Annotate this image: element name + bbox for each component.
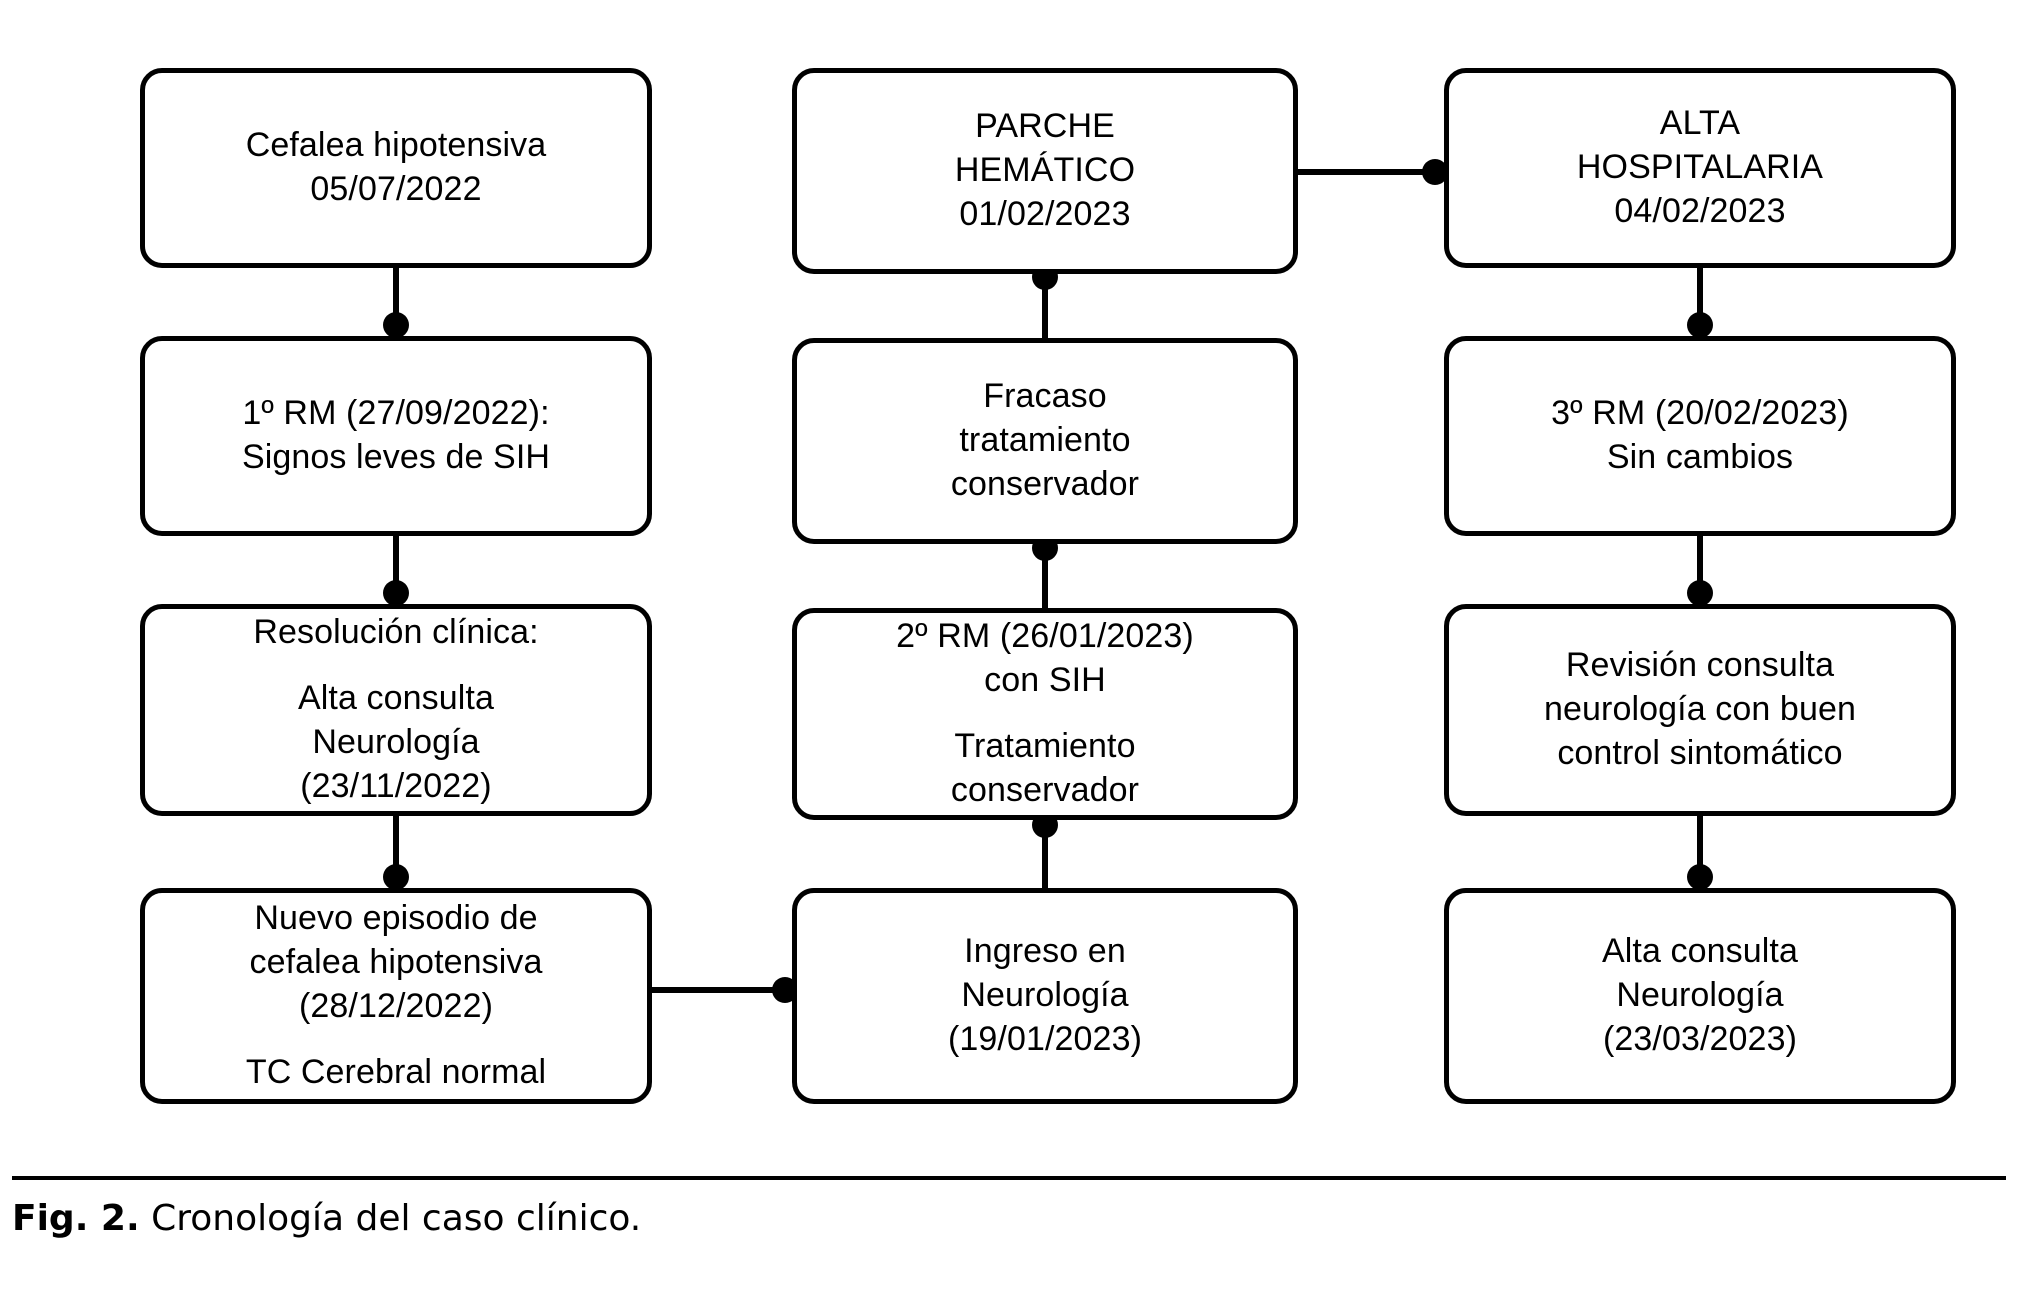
figure-caption-label: Fig. 2. bbox=[12, 1198, 140, 1239]
node-paragraph: Resolución clínica: bbox=[253, 613, 539, 652]
node-primera-rm[interactable]: 1º RM (27/09/2022): Signos leves de SIH bbox=[140, 336, 652, 536]
caption-divider bbox=[12, 1176, 2006, 1180]
node-paragraph: 3º RM (20/02/2023) Sin cambios bbox=[1551, 394, 1849, 476]
figure-caption-text: Cronología del caso clínico. bbox=[139, 1198, 642, 1239]
node-resolucion-clinica[interactable]: Resolución clínica: Alta consulta Neurol… bbox=[140, 604, 652, 816]
node-paragraph: Alta consulta Neurología (23/03/2023) bbox=[1602, 932, 1798, 1058]
node-paragraph: ALTA HOSPITALARIA 04/02/2023 bbox=[1576, 104, 1824, 230]
node-paragraph: Tratamiento conservador bbox=[950, 727, 1140, 809]
edge-dot-n1-n2 bbox=[383, 312, 409, 338]
node-paragraph: Fracaso tratamiento conservador bbox=[950, 377, 1140, 503]
node-ingreso-neurologia[interactable]: Ingreso en Neurología (19/01/2023) bbox=[792, 888, 1298, 1104]
node-fracaso-tratamiento[interactable]: Fracaso tratamiento conservador bbox=[792, 338, 1298, 544]
node-revision-consulta[interactable]: Revisión consulta neurología con buen co… bbox=[1444, 604, 1956, 816]
edge-dot-n2-n3 bbox=[383, 580, 409, 606]
edge-dot-n11-n12 bbox=[1687, 864, 1713, 890]
edge-dot-n4-n8 bbox=[772, 977, 798, 1003]
edge-dot-n5-n9 bbox=[1422, 159, 1448, 185]
node-alta-consulta-final[interactable]: Alta consulta Neurología (23/03/2023) bbox=[1444, 888, 1956, 1104]
node-paragraph: PARCHE HEMÁTICO 01/02/2023 bbox=[954, 107, 1136, 233]
node-cefalea-hipotensiva[interactable]: Cefalea hipotensiva 05/07/2022 bbox=[140, 68, 652, 268]
node-paragraph: Revisión consulta neurología con buen co… bbox=[1544, 646, 1856, 772]
edge-dot-n3-n4 bbox=[383, 864, 409, 890]
node-paragraph: Ingreso en Neurología (19/01/2023) bbox=[947, 932, 1142, 1058]
node-alta-hospitalaria[interactable]: ALTA HOSPITALARIA 04/02/2023 bbox=[1444, 68, 1956, 268]
node-paragraph: 1º RM (27/09/2022): Signos leves de SIH bbox=[241, 394, 551, 476]
node-segunda-rm[interactable]: 2º RM (26/01/2023) con SIH Tratamiento c… bbox=[792, 608, 1298, 820]
node-paragraph: Alta consulta Neurología (23/11/2022) bbox=[298, 679, 494, 805]
node-nuevo-episodio[interactable]: Nuevo episodio de cefalea hipotensiva (2… bbox=[140, 888, 652, 1104]
flowchart-canvas: Cefalea hipotensiva 05/07/2022 1º RM (27… bbox=[140, 68, 1956, 1104]
node-paragraph: 2º RM (26/01/2023) con SIH bbox=[896, 617, 1194, 700]
node-tercera-rm[interactable]: 3º RM (20/02/2023) Sin cambios bbox=[1444, 336, 1956, 536]
node-paragraph: Nuevo episodio de cefalea hipotensiva (2… bbox=[249, 899, 543, 1025]
edge-dot-n10-n11 bbox=[1687, 580, 1713, 606]
figure-caption: Fig. 2. Cronología del caso clínico. bbox=[12, 1196, 1512, 1241]
edge-dot-n9-n10 bbox=[1687, 312, 1713, 338]
node-parche-hematico[interactable]: PARCHE HEMÁTICO 01/02/2023 bbox=[792, 68, 1298, 274]
node-paragraph: TC Cerebral normal bbox=[245, 1052, 547, 1091]
node-paragraph: Cefalea hipotensiva 05/07/2022 bbox=[245, 126, 547, 208]
